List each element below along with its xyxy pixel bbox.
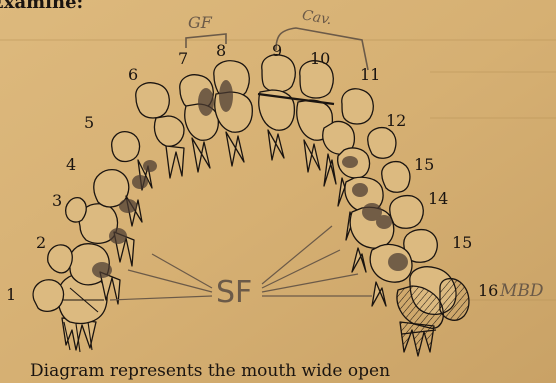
tooth-number-6: 6 bbox=[128, 65, 138, 84]
tooth-14 bbox=[390, 196, 423, 229]
filling-tooth-15-upper bbox=[352, 183, 368, 197]
tooth-number-15-upper: 15 bbox=[414, 155, 434, 174]
tooth-1-buccal bbox=[33, 280, 63, 312]
tooth-9 bbox=[262, 55, 295, 92]
tooth-number-9: 9 bbox=[272, 41, 282, 60]
filling-tooth-14b bbox=[376, 215, 392, 229]
tooth-number-16: 16 bbox=[478, 281, 498, 300]
header-fragment: Examine: bbox=[0, 0, 83, 13]
tooth-number-5: 5 bbox=[84, 113, 94, 132]
tooth-number-12: 12 bbox=[386, 111, 406, 130]
mbd-label: MBD bbox=[499, 281, 544, 301]
tooth-number-3: 3 bbox=[52, 191, 62, 210]
tooth-number-8: 8 bbox=[216, 41, 226, 60]
filling-tooth-5a bbox=[132, 175, 148, 189]
filling-tooth-12 bbox=[342, 156, 358, 168]
filling-tooth-15-lower bbox=[388, 253, 408, 271]
tooth-5 bbox=[112, 132, 140, 162]
filling-tooth-3 bbox=[109, 228, 127, 244]
tooth-15-upper bbox=[382, 162, 410, 193]
tooth-6 bbox=[136, 83, 169, 118]
tooth-number-15-lower: 15 bbox=[452, 233, 472, 252]
tooth-number-10: 10 bbox=[310, 49, 330, 68]
filling-tooth-4 bbox=[119, 199, 137, 213]
filling-tooth-8 bbox=[219, 80, 233, 112]
tooth-11 bbox=[342, 89, 373, 124]
tooth-number-1: 1 bbox=[6, 285, 16, 304]
filling-tooth-2 bbox=[92, 262, 112, 278]
tooth-2-buccal bbox=[48, 245, 73, 273]
tooth-number-2: 2 bbox=[36, 233, 46, 252]
tooth-3-buccal bbox=[66, 198, 87, 222]
caption: Diagram represents the mouth wide open bbox=[30, 361, 390, 381]
tooth-number-11: 11 bbox=[360, 65, 380, 84]
tooth-12 bbox=[368, 128, 396, 159]
tooth-6-crown-lower bbox=[154, 116, 184, 146]
gf-label: GF bbox=[188, 13, 213, 32]
sf-label: SF bbox=[216, 275, 252, 310]
filling-tooth-5b bbox=[143, 160, 157, 172]
tooth-number-4: 4 bbox=[66, 155, 76, 174]
tooth-number-14: 14 bbox=[428, 189, 448, 208]
filling-tooth-7 bbox=[198, 88, 214, 116]
tooth-number-7: 7 bbox=[178, 49, 188, 68]
